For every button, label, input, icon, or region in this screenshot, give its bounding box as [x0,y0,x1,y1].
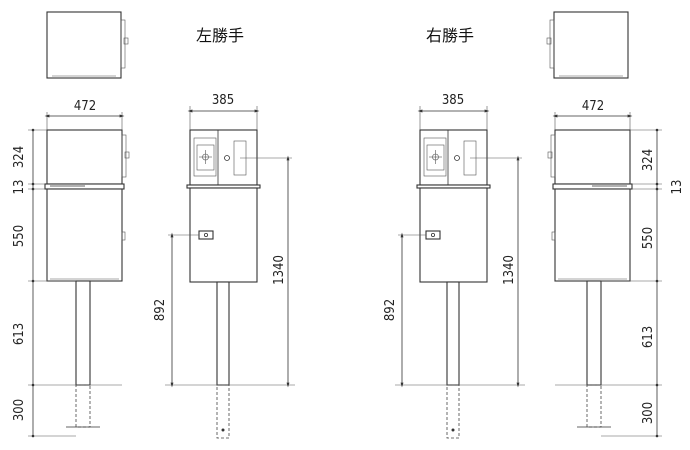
dim-lock-height-right: 892 [383,299,398,321]
front-view-right-hand [416,129,491,439]
dim-side-width-left: 472 [74,99,96,114]
top-view-right [546,11,629,79]
dim-front-width-right: 385 [442,93,464,108]
dim-pole-height-left: 613 [12,323,27,345]
dim-lower-height-left: 550 [12,225,27,247]
dim-buried-depth-right: 300 [641,402,656,424]
dim-lock-height-left: 892 [153,299,168,321]
dim-slot-height-right: 1340 [502,255,517,285]
dimension-lines-right [552,112,662,438]
dim-gap-height-right: 13 [670,180,685,195]
dim-upper-height-left: 324 [12,146,27,168]
dim-gap-height-left: 13 [12,180,27,195]
title-left-hand: 左勝手 [196,26,244,45]
side-view-right [547,129,633,428]
dimension-lines-front-left [165,106,295,388]
side-view-left [44,129,130,428]
dim-upper-height-right: 324 [641,149,656,171]
front-view-left-hand [186,129,261,439]
dimension-lines-front-right [395,106,525,388]
dim-front-width-left: 385 [212,93,234,108]
dim-pole-height-right: 613 [641,326,656,348]
top-view-left [46,11,129,79]
dim-lower-height-right: 550 [641,227,656,249]
dim-buried-depth-left: 300 [12,399,27,421]
dimension-lines-left [28,112,125,438]
dim-side-width-right: 472 [582,99,604,114]
dim-slot-height-left: 1340 [272,255,287,285]
title-right-hand: 右勝手 [426,26,474,45]
